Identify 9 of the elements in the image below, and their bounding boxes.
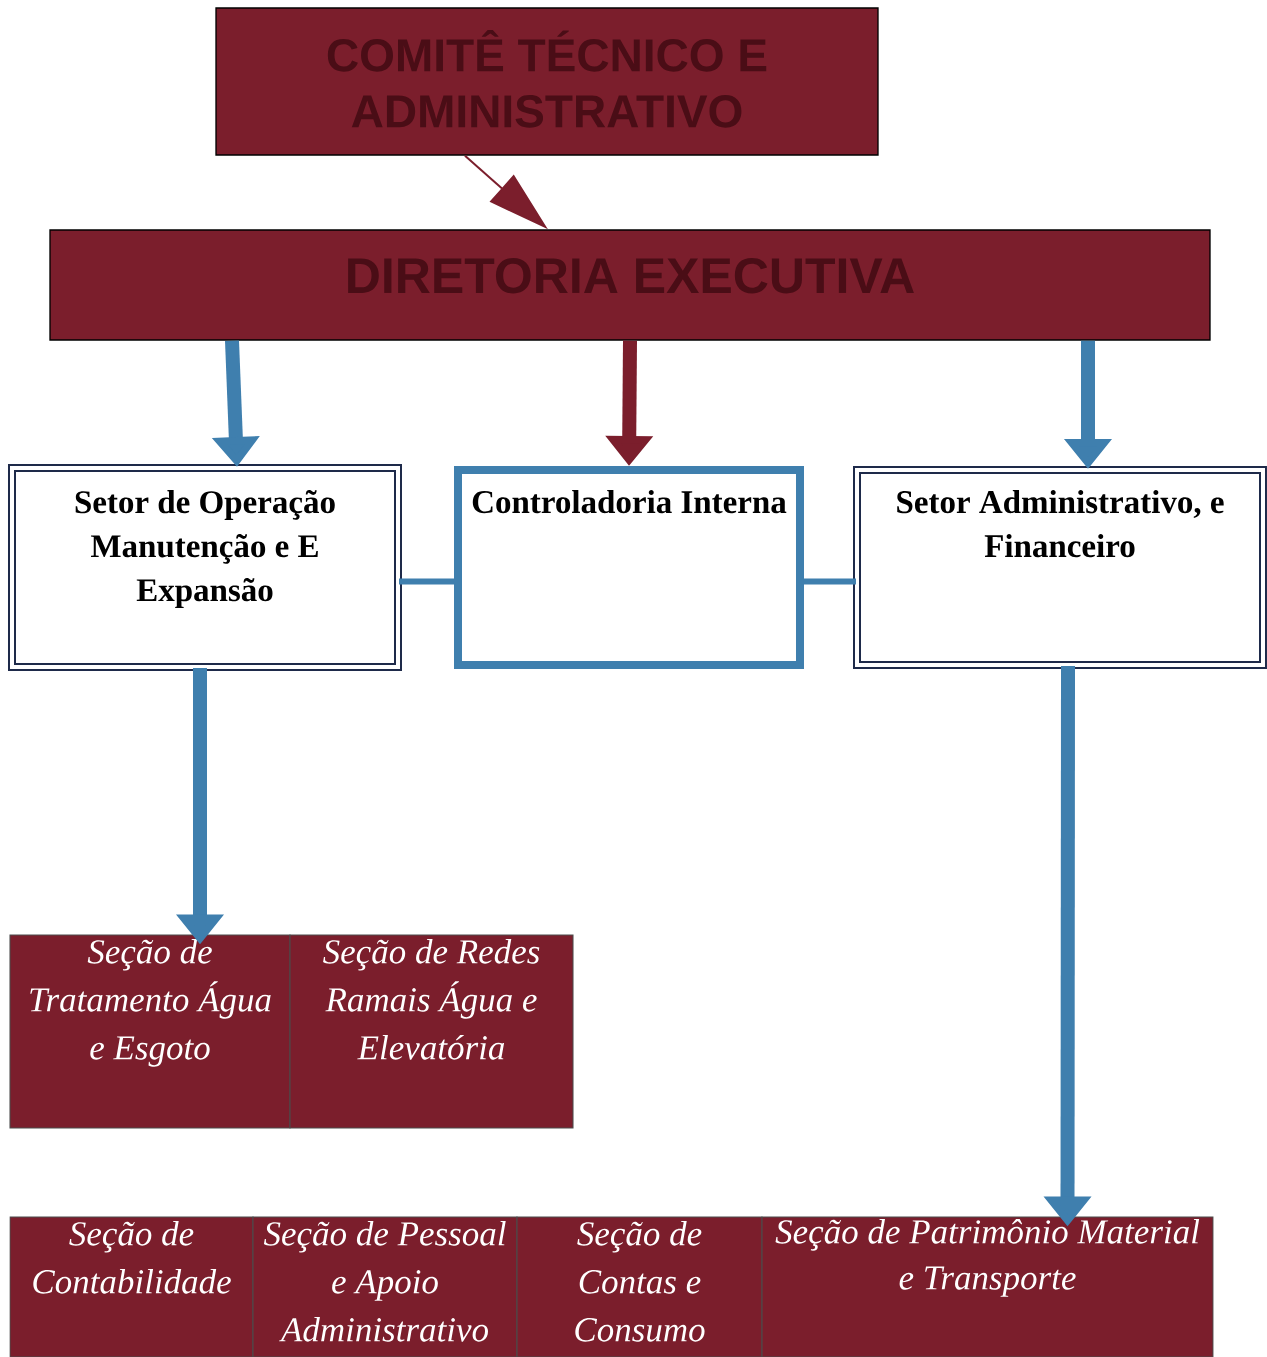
section-box: Seção de Contabilidade bbox=[9, 1216, 254, 1357]
section-box: Seção de Redes Ramais Água e Elevatória bbox=[289, 934, 574, 1129]
section-box: Seção de Contas e Consumo bbox=[516, 1216, 763, 1357]
section-box: Seção de Patrimônio Material e Transporte bbox=[761, 1216, 1214, 1357]
department-box: Setor de Operação Manutenção e E Expansão bbox=[8, 464, 402, 671]
section-box: Seção de Pessoal e Apoio Administrativo bbox=[252, 1216, 518, 1357]
section-box: Seção de Tratamento Água e Esgoto bbox=[9, 934, 291, 1129]
department-box: Setor Administrativo, e Financeiro bbox=[853, 466, 1267, 669]
department-box: Controladoria Interna bbox=[454, 466, 804, 669]
